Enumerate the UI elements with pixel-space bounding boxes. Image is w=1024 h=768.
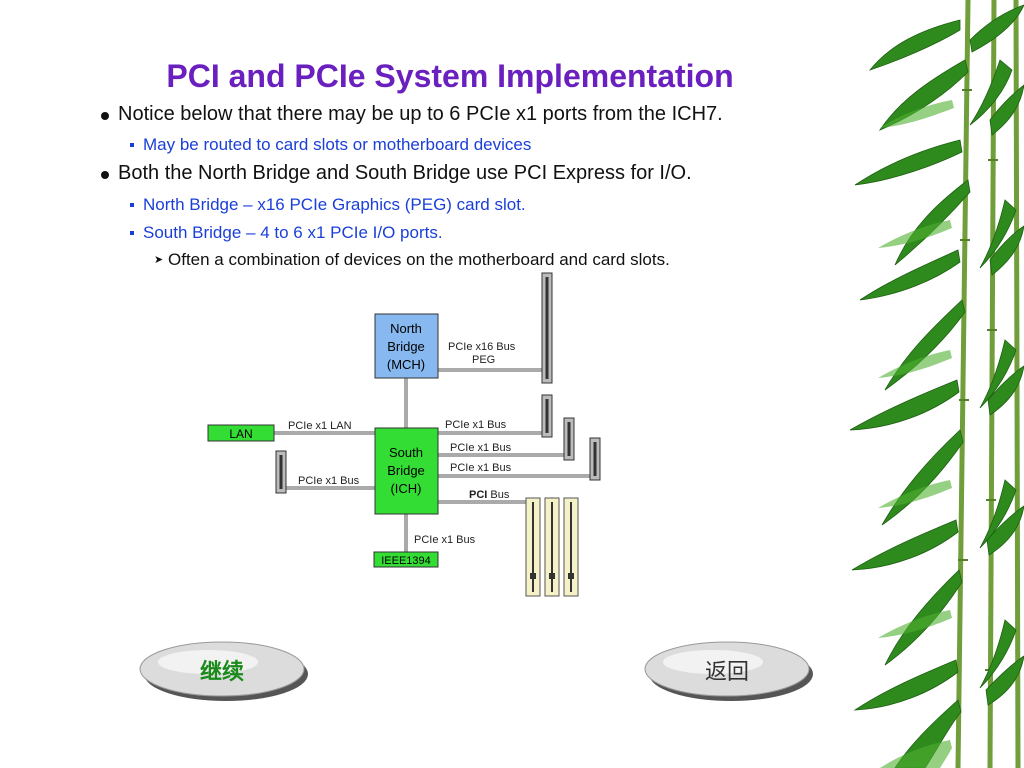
label-pcie-x1-c: PCIe x1 Bus: [450, 462, 512, 474]
back-button[interactable]: 返回: [643, 638, 815, 704]
bamboo-decoration-image: [849, 0, 1024, 768]
label-peg: PEG: [472, 354, 495, 366]
svg-text:Bridge: Bridge: [387, 339, 425, 354]
continue-label: 继续: [199, 660, 244, 685]
svg-text:IEEE1394: IEEE1394: [381, 555, 431, 567]
ieee1394-box: IEEE1394: [373, 551, 439, 568]
back-label: 返回: [704, 660, 749, 685]
label-pcie-x1-left: PCIe x1 Bus: [298, 475, 360, 487]
bullet-level2: South Bridge – 4 to 6 x1 PCIe I/O ports.: [143, 223, 443, 242]
pcie-x16-slot: [541, 272, 553, 384]
svg-text:(MCH): (MCH): [387, 357, 425, 372]
svg-text:South: South: [389, 445, 423, 460]
label-pcie-x1-b: PCIe x1 Bus: [450, 442, 512, 454]
bullet-level2: North Bridge – x16 PCIe Graphics (PEG) c…: [143, 195, 526, 214]
bullet-level2: May be routed to card slots or motherboa…: [143, 135, 532, 154]
bullet-dot: [101, 171, 109, 179]
svg-text:LAN: LAN: [229, 427, 252, 441]
svg-text:Bridge: Bridge: [387, 463, 425, 478]
label-pcie-x1-bottom: PCIe x1 Bus: [414, 534, 476, 546]
slide-title: PCI and PCIe System Implementation: [166, 58, 734, 94]
svg-text:North: North: [390, 321, 422, 336]
bullet-level3: Often a combination of devices on the mo…: [168, 250, 670, 269]
bullet-square: [130, 203, 134, 207]
bullet-square: [130, 231, 134, 235]
arrow-bullet-icon: ➤: [154, 254, 164, 266]
pcie-x1-slot-b: [563, 417, 575, 461]
label-pci-bus: PCI Bus: [469, 489, 510, 501]
pcie-x1-slot-left: [275, 450, 287, 494]
north-bridge-box: North Bridge (MCH): [374, 313, 439, 379]
bullet-dot: [101, 112, 109, 120]
pcie-x1-slot-c: [589, 437, 601, 481]
pci-slots: [525, 497, 579, 597]
svg-text:(ICH): (ICH): [390, 481, 421, 496]
lan-box: LAN: [207, 424, 275, 442]
label-pcie-x1-lan: PCIe x1 LAN: [288, 420, 352, 432]
bullet-level1: Both the North Bridge and South Bridge u…: [118, 162, 692, 184]
bullet-square: [130, 143, 134, 147]
pcie-x1-slot-a: [541, 394, 553, 438]
bus-lines: [253, 368, 595, 552]
south-bridge-box: South Bridge (ICH): [374, 427, 439, 515]
label-pcie-x1-a: PCIe x1 Bus: [445, 419, 507, 431]
bullet-level1: Notice below that there may be up to 6 P…: [118, 103, 723, 125]
continue-button[interactable]: 继续: [138, 638, 310, 704]
label-pcie-x16: PCIe x16 Bus: [448, 341, 516, 353]
